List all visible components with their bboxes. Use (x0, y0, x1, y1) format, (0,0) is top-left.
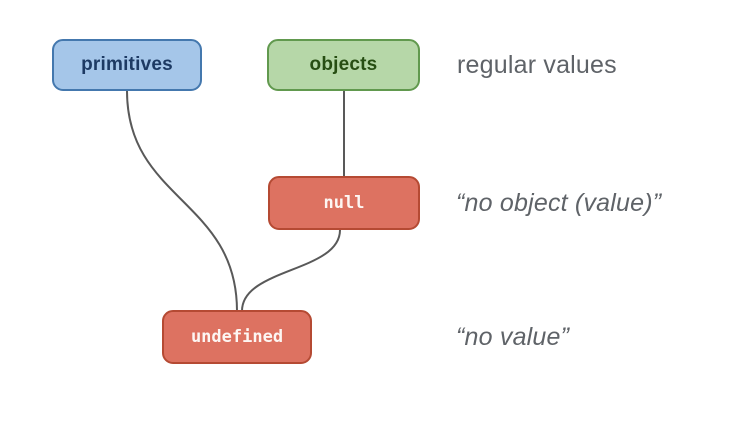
connector-primitives-to-undefined (126, 90, 238, 312)
node-primitives: primitives (52, 39, 202, 91)
connector-null-to-undefined (241, 229, 341, 312)
node-objects: objects (267, 39, 420, 91)
annotation-no-object-value: “no object (value)” (456, 176, 661, 230)
annotation-regular-values-text: regular values (457, 50, 617, 79)
annotation-no-value: “no value” (456, 310, 569, 364)
annotation-no-value-text: “no value” (456, 322, 570, 351)
node-undefined: undefined (162, 310, 312, 364)
node-objects-label: objects (309, 54, 378, 75)
node-undefined-label: undefined (190, 327, 284, 347)
annotation-regular-values: regular values (457, 39, 617, 91)
node-null: null (268, 176, 420, 230)
annotation-no-object-value-text: “no object (value)” (456, 188, 662, 217)
node-primitives-label: primitives (81, 54, 173, 75)
node-null-label: null (323, 193, 365, 213)
